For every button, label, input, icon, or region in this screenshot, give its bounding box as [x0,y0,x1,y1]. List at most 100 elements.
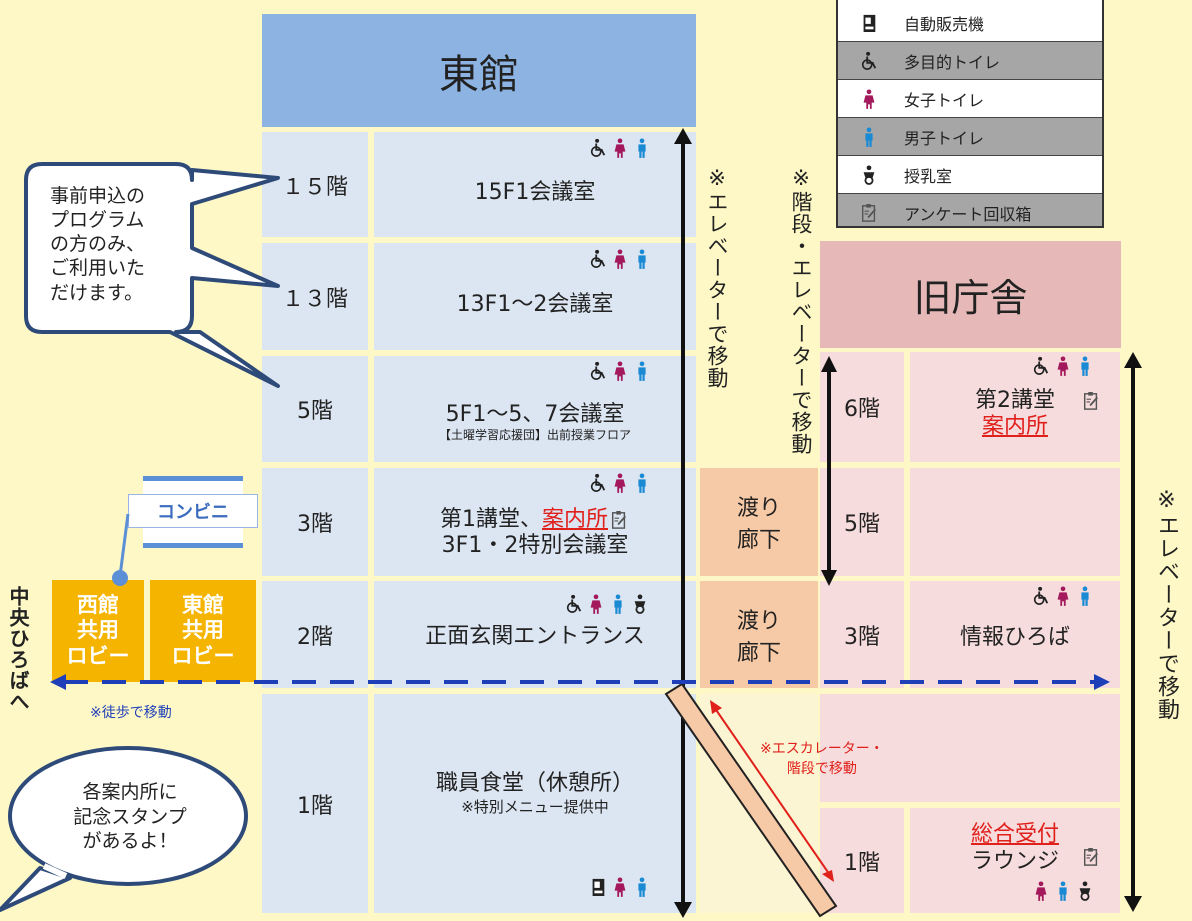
info-desk-link-old[interactable]: 案内所 [981,414,1048,439]
room-1f: 職員食堂（休憩所） ※特別メニュー提供中 [374,694,696,913]
men-toilet-icon [633,137,651,159]
east-lobby-l1: 東館 [182,593,224,618]
men-toilet-icon [633,876,651,898]
program-callout-l2: プログラム [50,209,145,232]
floor-label-5: 5階 [262,356,368,462]
men-toilet-icon [860,126,878,148]
women-toilet-icon [611,137,629,159]
accessible-toilet-icon [1032,585,1050,607]
icons-15f [587,137,653,159]
west-shared-lobby: 西館共用ロビー [52,580,144,682]
icons-1f [587,876,653,898]
legend-label: 授乳室 [904,166,953,186]
legend-row: アンケート回収箱 [838,194,1102,226]
legend-label: 男子トイレ [904,128,985,148]
legend-icon-cell [838,88,900,110]
men-toilet-icon [609,593,627,615]
legend-label: 女子トイレ [904,90,985,110]
women-toilet-icon [611,472,629,494]
old-room-1f: 総合受付 ラウンジ [910,808,1120,913]
east-shared-lobby: 東館共用ロビー [150,580,256,682]
escalator-note-2: 階段で移動 [786,760,857,777]
icons-13f [587,248,653,270]
women-toilet-icon [1054,355,1072,377]
floor-label-15: １５階 [262,132,368,237]
room-1f-name: 職員食堂（休憩所） [435,771,634,797]
men-toilet-icon [633,472,651,494]
program-callout-l4: ご利用いた [50,257,146,280]
legend-icon-cell [838,50,900,72]
floor-label-3: 3階 [262,468,368,576]
old-room-1f-name: ラウンジ [970,848,1059,874]
legend-row: 自動販売機 [838,4,1102,42]
info-desk-link-east[interactable]: 案内所 [541,506,608,532]
bridge-2f-l2: 廊下 [736,640,781,666]
room-2f: 正面玄関エントランス [374,581,696,688]
accessible-toilet-icon [1032,355,1050,377]
women-toilet-icon [587,593,605,615]
stamp-callout-l1: 各案内所に [82,781,178,803]
old-elevator-arrow [1124,352,1142,912]
men-toilet-icon [1076,585,1094,607]
east-elevator-note: ※エレベーターで移動 [705,166,729,389]
old-elevator-note: ※エレベーターで移動 [1154,488,1179,721]
escalator-note: ※エスカレーター・ 階段で移動 [760,740,884,779]
escalator [664,682,838,918]
program-callout-l5: だけます。 [50,281,144,304]
old-room-6f-name: 第2講堂 [975,387,1055,413]
nursing-room-icon [631,593,649,615]
bridge-3f-l2: 廊下 [736,528,781,553]
survey-box-icon [610,509,628,531]
stamp-callout-l3: があるよ！ [82,830,178,853]
icons-3f [587,472,653,494]
room-3f-line1: 第1講堂、案内所 [440,507,630,533]
old-floor-label-1: 1階 [820,808,904,913]
west-lobby-l1: 西館 [77,593,119,618]
east-lobby-l3: ロビー [171,643,235,668]
program-callout-l3: の方のみ、 [50,233,146,256]
east-elevator-arrow [674,128,692,918]
old-gap-2f [820,694,1120,802]
legend-label: アンケート回収箱 [904,204,1032,224]
legend-icon-cell [838,12,900,34]
old-building-title: 旧庁舎 [820,241,1121,348]
icons-5f [587,360,653,382]
program-callout-l1: 事前申込の [50,185,146,207]
east-lobby-l2: 共用 [182,618,224,643]
women-toilet-icon [1032,880,1050,902]
legend: 自動販売機多目的トイレ女子トイレ男子トイレ授乳室アンケート回収箱 [836,0,1104,228]
icons-old-6f [1030,355,1096,377]
accessible-toilet-icon [589,137,607,159]
old-room-5f [910,468,1120,576]
room-5f-sub: 【土曜学習応援団】出前授業フロア [438,428,631,442]
legend-icon-cell [838,202,900,224]
men-toilet-icon [633,248,651,270]
old-stairs-note: ※階段・エレベーターで移動 [789,166,813,455]
legend-icon-cell [838,126,900,148]
icons-old-1f [1030,880,1096,902]
women-toilet-icon [611,876,629,898]
women-toilet-icon [611,360,629,382]
old-stairs-arrow [821,356,837,586]
program-callout-text: 事前申込の プログラム の方のみ、 ご利用いた だけます。 [50,184,145,305]
old-floor-label-3: 3階 [820,581,904,688]
stamp-callout-shape [0,746,248,912]
old-floor-label-5: 5階 [820,468,904,576]
nursing-room-icon [860,164,878,186]
men-toilet-icon [1076,355,1094,377]
general-reception-link[interactable]: 総合受付 [970,822,1059,848]
accessible-toilet-icon [860,50,878,72]
legend-row: 授乳室 [838,156,1102,194]
icons-old-3f [1030,585,1096,607]
accessible-toilet-icon [565,593,583,615]
room-5f-name: 5F1～5、7会議室 [445,401,625,427]
accessible-toilet-icon [589,248,607,270]
legend-icon-cell [838,164,900,186]
east-building-title: 東館 [262,14,696,127]
convenience-store-label: コンビニ [128,494,258,528]
west-lobby-l2: 共用 [77,618,119,643]
program-callout-shape [24,162,280,388]
bridge-3f: 渡り廊下 [700,468,818,576]
bridge-2f: 渡り廊下 [700,581,818,688]
survey-box-icon [860,202,878,224]
